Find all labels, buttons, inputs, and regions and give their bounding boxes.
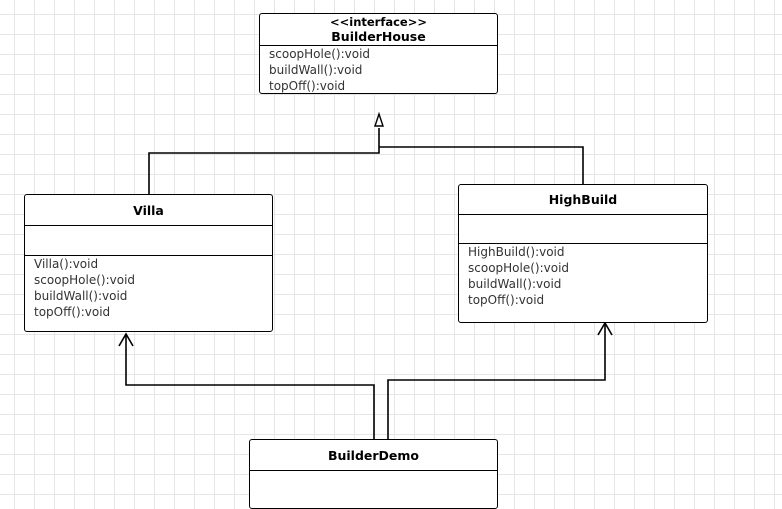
class-highbuild[interactable]: HighBuild HighBuild():void scoopHole():v… <box>458 184 708 323</box>
operation: Villa():void <box>34 257 99 271</box>
dependency-arrowhead-highbuild <box>597 321 613 336</box>
operations-compartment: scoopHole():void buildWall():void topOff… <box>260 46 497 93</box>
class-builderdemo[interactable]: BuilderDemo <box>249 439 498 509</box>
operation: buildWall():void <box>269 63 363 77</box>
dependency-arrowhead-villa <box>118 332 134 347</box>
operation: scoopHole():void <box>34 273 136 287</box>
class-builderhouse[interactable]: <<interface>> BuilderHouse scoopHole():v… <box>259 13 498 94</box>
operations-compartment: Villa():void scoopHole():void buildWall(… <box>25 256 272 320</box>
edge-highbuild-to-builderhouse[interactable] <box>379 146 584 184</box>
operation: topOff():void <box>269 79 346 93</box>
edge-villa-to-builderhouse[interactable] <box>148 128 380 194</box>
class-header: <<interface>> BuilderHouse <box>260 14 497 46</box>
operation: buildWall():void <box>34 289 128 303</box>
stereotype-label: <<interface>> <box>329 14 428 29</box>
relation-lines <box>118 111 613 440</box>
realization-arrowhead <box>374 111 384 127</box>
operation: scoopHole():void <box>468 261 570 275</box>
class-header: Villa <box>25 195 272 226</box>
operation: topOff():void <box>34 305 111 319</box>
class-header: HighBuild <box>459 185 707 215</box>
operation: topOff():void <box>468 293 545 307</box>
edge-builderdemo-to-villa[interactable] <box>125 335 375 440</box>
class-villa[interactable]: Villa Villa():void scoopHole():void buil… <box>24 194 273 332</box>
class-name: HighBuild <box>548 192 618 207</box>
attributes-compartment <box>459 215 707 244</box>
edge-builderdemo-to-highbuild[interactable] <box>387 324 606 440</box>
operation: HighBuild():void <box>468 245 565 259</box>
operation: buildWall():void <box>468 277 562 291</box>
class-name: BuilderDemo <box>327 447 420 463</box>
class-name: Villa <box>133 202 164 218</box>
attributes-compartment <box>25 226 272 256</box>
class-header: BuilderDemo <box>250 440 497 471</box>
class-name: BuilderHouse <box>331 28 426 44</box>
operations-compartment: HighBuild():void scoopHole():void buildW… <box>459 244 707 308</box>
operation: scoopHole():void <box>269 47 371 61</box>
